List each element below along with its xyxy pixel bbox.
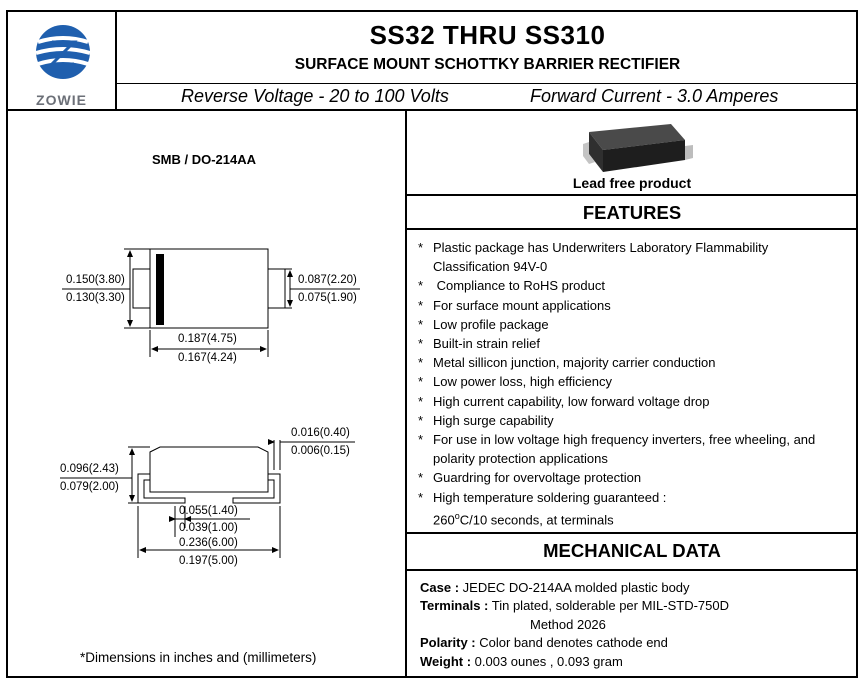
feature-item: Plastic package has Underwriters Laborat…	[418, 238, 848, 276]
dim-height-max: 0.150(3.80)	[66, 274, 125, 286]
feature-item: Low profile package	[418, 315, 848, 334]
mechanical-top-divider	[405, 532, 858, 534]
dim-lead-thick-min: 0.006(0.15)	[291, 445, 350, 457]
package-outline-drawing	[60, 248, 360, 558]
soldering-duration: C/10 seconds, at terminals	[459, 512, 614, 528]
dim-lead-min: 0.075(1.90)	[298, 292, 357, 304]
features-title-divider	[405, 228, 858, 230]
mech-case-row: Case : JEDEC DO-214AA molded plastic bod…	[420, 579, 729, 597]
dimensions-note: *Dimensions in inches and (millimeters)	[80, 650, 317, 665]
soldering-temp: 260	[433, 512, 455, 528]
weight-label: Weight :	[420, 653, 472, 669]
product-divider	[405, 194, 858, 196]
feature-item: Compliance to RoHS product	[418, 276, 848, 295]
polarity-label: Polarity :	[420, 635, 476, 651]
feature-item: Metal sillicon junction, majority carrie…	[418, 353, 848, 372]
mech-weight-row: Weight : 0.003 ounes , 0.093 gram	[420, 653, 729, 671]
zowie-logo-icon	[35, 25, 91, 79]
case-label: Case :	[420, 580, 460, 595]
terminals-value: Tin plated, solderable per MIL-STD-750D	[488, 598, 730, 614]
feature-item-soldering: High temperature soldering guaranteed : …	[418, 488, 848, 530]
top-view-lead-right	[267, 268, 286, 309]
dim-foot-max: 0.055(1.40)	[179, 505, 238, 517]
mech-terminals-row: Terminals : Tin plated, solderable per M…	[420, 597, 729, 615]
feature-item: For use in low voltage high frequency in…	[418, 430, 848, 468]
degree-sign: o	[454, 510, 460, 521]
part-title: SS32 THRU SS310	[369, 20, 606, 50]
side-view-lead-right	[232, 473, 281, 504]
datasheet-frame	[6, 10, 858, 678]
top-view-lead-left	[132, 268, 151, 309]
zowie-logo: ZOWIE	[8, 12, 115, 108]
dim-side-height-max: 0.096(2.43)	[60, 463, 119, 475]
logo-text: ZOWIE	[36, 92, 87, 108]
mechanical-data: Case : JEDEC DO-214AA molded plastic bod…	[420, 579, 729, 671]
feature-item: For surface mount applications	[418, 296, 848, 315]
side-view-lead-left	[137, 473, 186, 504]
dim-height-min: 0.130(3.30)	[66, 292, 125, 304]
dim-overall-min: 0.197(5.00)	[179, 555, 238, 567]
header-divider	[6, 109, 858, 111]
title-divider	[115, 83, 858, 84]
mech-terminals-row2: Method 2026	[420, 616, 729, 634]
dim-foot-min: 0.039(1.00)	[179, 522, 238, 534]
package-label: SMB / DO-214AA	[152, 152, 257, 167]
feature-item: Built-in strain relief	[418, 334, 848, 353]
terminals-label: Terminals :	[420, 598, 489, 614]
logo-divider	[115, 10, 117, 110]
terminals-value-2: Method 2026	[530, 616, 606, 632]
feature-item: High surge capability	[418, 411, 848, 430]
cathode-band	[156, 254, 164, 325]
weight-value: 0.003 ounes , 0.093 gram	[471, 653, 623, 669]
dim-lead-thick-max: 0.016(0.40)	[291, 427, 350, 439]
part-subtitle: SURFACE MOUNT SCHOTTKY BARRIER RECTIFIER	[294, 56, 681, 73]
mech-polarity-row: Polarity : Color band denotes cathode en…	[420, 634, 729, 652]
side-view-body	[149, 446, 269, 493]
dim-length-min: 0.167(4.24)	[178, 352, 237, 364]
mechanical-title: MECHANICAL DATA	[543, 540, 721, 561]
dim-side-height-min: 0.079(2.00)	[60, 481, 119, 493]
features-list: Plastic package has Underwriters Laborat…	[418, 238, 848, 529]
smb-chip-image	[583, 124, 693, 172]
feature-item: Low power loss, high efficiency	[418, 372, 848, 391]
dim-lead-max: 0.087(2.20)	[298, 274, 357, 286]
polarity-value: Color band denotes cathode end	[475, 635, 668, 651]
feature-item: High current capability, low forward vol…	[418, 392, 848, 411]
soldering-line1: High temperature soldering guaranteed :	[433, 489, 667, 505]
top-view-body	[149, 248, 269, 329]
mechanical-title-divider	[405, 569, 858, 571]
features-title: FEATURES	[582, 202, 682, 223]
reverse-voltage: Reverse Voltage - 20 to 100 Volts	[181, 86, 449, 106]
forward-current: Forward Current - 3.0 Amperes	[530, 86, 779, 106]
dim-length-max: 0.187(4.75)	[178, 333, 237, 345]
dim-overall-max: 0.236(6.00)	[179, 537, 238, 549]
case-value: JEDEC DO-214AA molded plastic body	[459, 580, 690, 595]
feature-item: Guardring for overvoltage protection	[418, 468, 848, 487]
lead-free-label: Lead free product	[572, 175, 692, 191]
body-divider	[405, 109, 407, 678]
